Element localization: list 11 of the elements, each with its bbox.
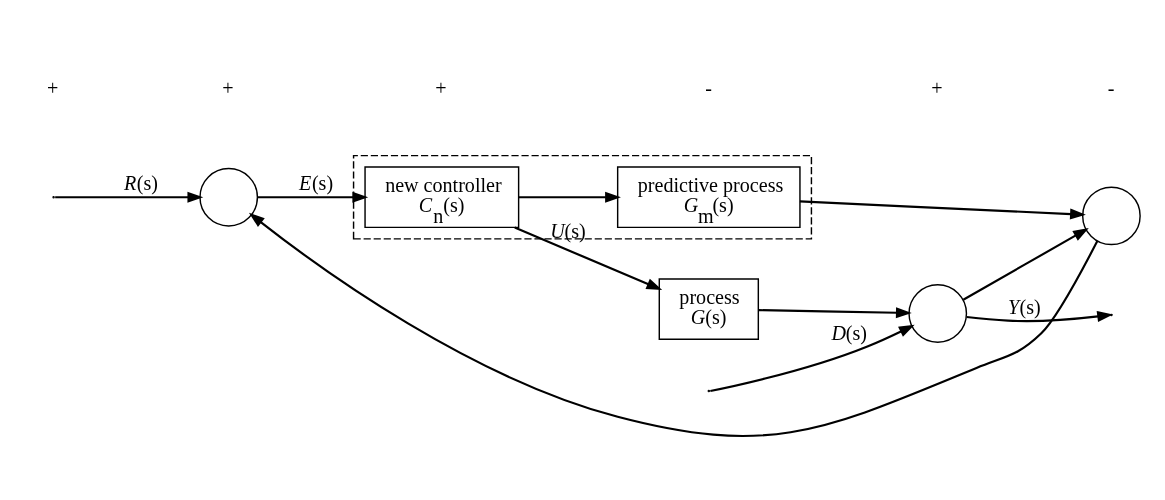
label: - (1107, 76, 1115, 99)
label: + (435, 76, 447, 99)
edge-label: R(s) (123, 172, 159, 195)
label: + (47, 76, 59, 99)
edge-label: D(s) (831, 321, 868, 344)
edge-label: Y(s) (1008, 295, 1041, 318)
edge-label: E(s) (299, 172, 334, 195)
label: - (705, 76, 712, 99)
label: + (222, 76, 234, 99)
label: + (931, 76, 943, 99)
edge-label: U(s) (550, 219, 586, 242)
